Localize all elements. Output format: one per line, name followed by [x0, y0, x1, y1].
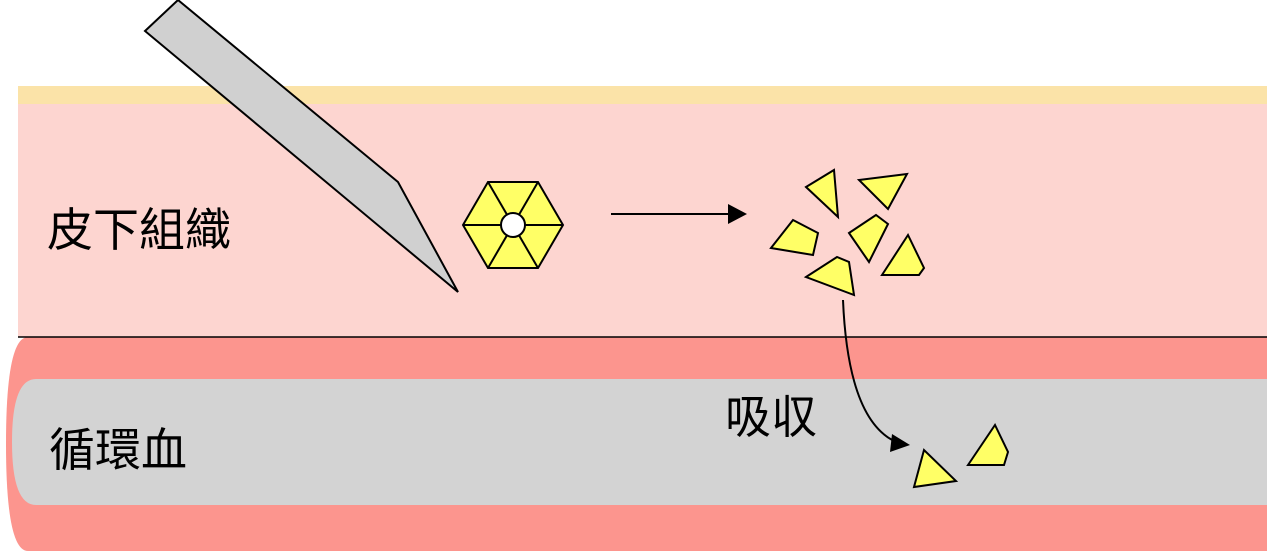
fragment — [804, 168, 840, 220]
absorption-arrow-icon — [842, 299, 910, 452]
tissue-fragments — [769, 168, 926, 297]
hexagonal-depot-icon — [461, 181, 565, 269]
blood-fragments — [912, 422, 1010, 489]
fragment — [912, 448, 959, 489]
fragment — [856, 172, 909, 211]
fragment — [803, 255, 856, 297]
dissolution-arrow-icon — [611, 204, 747, 224]
fragment — [966, 422, 1010, 466]
label-absorption: 吸収 — [725, 390, 817, 444]
blood-lumen — [12, 379, 1267, 505]
label-subcutaneous-tissue: 皮下組織 — [47, 203, 231, 257]
label-circulating-blood: 循環血 — [49, 423, 187, 477]
skin-surface-layer — [18, 86, 1267, 104]
fragment — [769, 218, 820, 257]
needle-icon — [143, 0, 459, 293]
fragment — [880, 232, 926, 276]
subcutaneous-tissue-layer — [18, 104, 1267, 337]
fragment — [847, 213, 890, 264]
